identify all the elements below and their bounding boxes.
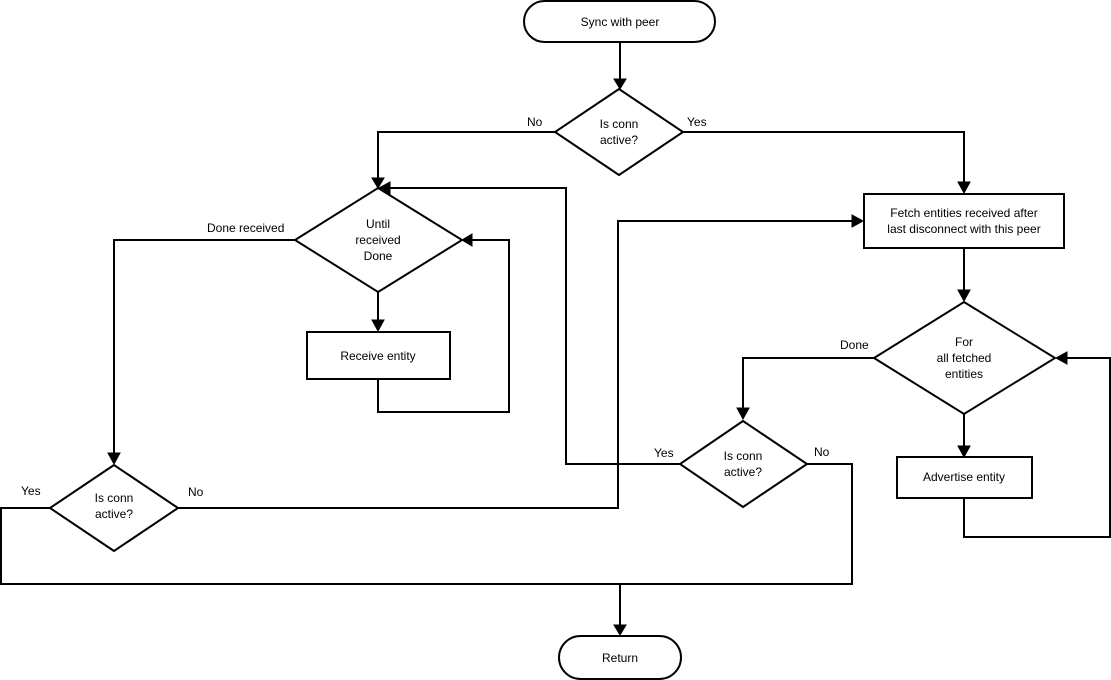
edge-check2-yes <box>384 187 680 465</box>
node-until-label-line3: Done <box>364 249 393 263</box>
edge-until-done-received <box>113 239 295 459</box>
label-check2-yes: Yes <box>654 446 674 460</box>
edge-labels: No Yes Done received Done Yes No Yes No <box>21 115 869 499</box>
node-check2: Is conn active? <box>678 419 809 509</box>
node-receive-label: Receive entity <box>340 349 415 363</box>
edge-forall-done <box>742 357 874 414</box>
node-fetch-label-line1: Fetch entities received after <box>890 206 1037 220</box>
arrowhead <box>736 407 750 421</box>
edge-check3-no <box>178 220 858 509</box>
edge-check2-no <box>0 463 853 585</box>
arrowhead <box>957 181 971 195</box>
edge-receive-loop <box>377 239 510 413</box>
label-check1-no: No <box>527 115 543 129</box>
label-forall-done: Done <box>840 338 869 352</box>
arrowhead <box>613 78 627 90</box>
node-end-label: Return <box>602 651 638 665</box>
node-fetch: Fetch entities received after last disco… <box>863 193 1065 249</box>
label-check3-yes: Yes <box>21 484 41 498</box>
arrowhead <box>957 289 971 303</box>
node-until-done: Until received Done <box>293 186 464 294</box>
node-advertise-entity: Advertise entity <box>896 456 1033 499</box>
edges <box>0 42 1111 636</box>
label-until-done-received: Done received <box>207 221 284 235</box>
node-check1-label-line1: Is conn <box>600 117 639 131</box>
node-for-all: For all fetched entities <box>872 300 1057 416</box>
node-start-label: Sync with peer <box>581 15 660 29</box>
arrowhead <box>957 445 971 459</box>
node-check3-label-line2: active? <box>95 507 133 521</box>
node-forall-label-line2: all fetched <box>937 351 992 365</box>
arrowhead <box>107 452 121 466</box>
arrowhead <box>371 319 385 333</box>
node-receive-entity: Receive entity <box>306 331 451 380</box>
node-forall-label-line3: entities <box>945 367 983 381</box>
node-check1: Is conn active? <box>553 87 685 177</box>
node-advertise-label: Advertise entity <box>923 470 1005 484</box>
node-fetch-label-line2: last disconnect with this peer <box>887 222 1040 236</box>
edge-check1-no <box>377 131 555 183</box>
node-until-label-line2: received <box>355 233 400 247</box>
node-until-label-line1: Until <box>366 217 390 231</box>
node-check1-label-line2: active? <box>600 133 638 147</box>
arrowhead <box>371 177 385 189</box>
edge-check1-yes <box>683 131 965 188</box>
arrowhead <box>613 624 627 636</box>
edge-advertise-loop <box>963 357 1111 538</box>
arrowhead <box>461 233 473 247</box>
node-forall-label-line1: For <box>955 335 973 349</box>
label-check1-yes: Yes <box>687 115 707 129</box>
arrowhead <box>1054 351 1068 365</box>
node-start: Sync with peer <box>523 0 716 43</box>
node-check2-label-line1: Is conn <box>724 449 763 463</box>
node-check3: Is conn active? <box>48 463 180 553</box>
arrowhead <box>851 214 865 228</box>
node-check2-label-line2: active? <box>724 465 762 479</box>
node-check3-label-line1: Is conn <box>95 491 134 505</box>
label-check2-no: No <box>814 445 830 459</box>
label-check3-no: No <box>188 485 204 499</box>
node-end: Return <box>558 635 682 680</box>
